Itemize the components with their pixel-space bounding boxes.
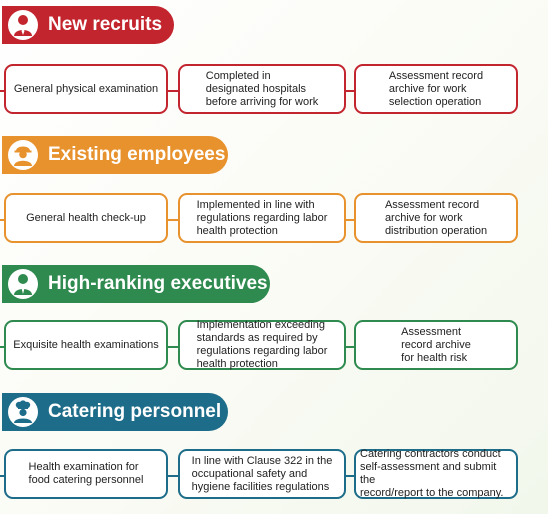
executive-tie-icon [8,269,38,299]
header-label: New recruits [48,14,163,35]
box-record: Catering contractors conduct self-assess… [354,448,518,499]
row-existing-employees: General health check-up Implemented in l… [0,193,548,247]
box-record: Assessment record archive for work distr… [354,193,518,243]
header-label: Existing employees [48,144,226,165]
worker-helmet-icon [8,140,38,170]
box-implementation: Completed in designated hospitals before… [178,64,346,114]
box-examination-type: Exquisite health examinations [4,320,168,370]
header-catering-personnel: Catering personnel [2,393,228,431]
box-implementation: Implementation exceeding standards as re… [178,319,346,370]
box-implementation: In line with Clause 322 in the occupatio… [178,449,346,499]
row-catering-personnel: Health examination for food catering per… [0,448,548,503]
header-label: Catering personnel [48,401,222,422]
chef-hat-icon [8,397,38,427]
header-high-ranking-executives: High-ranking executives [2,265,270,303]
box-record: Assessment record archive for work selec… [354,64,518,114]
header-existing-employees: Existing employees [2,136,228,174]
person-icon [8,10,38,40]
row-high-ranking-executives: Exquisite health examinations Implementa… [0,319,548,374]
box-implementation: Implemented in line with regulations reg… [178,193,346,243]
box-record: Assessment record archive for health ris… [354,320,518,370]
box-examination-type: Health examination for food catering per… [4,449,168,499]
header-label: High-ranking executives [48,273,268,294]
header-new-recruits: New recruits [2,6,174,44]
box-examination-type: General health check-up [4,193,168,243]
row-new-recruits: General physical examination Completed i… [0,64,548,118]
box-examination-type: General physical examination [4,64,168,114]
